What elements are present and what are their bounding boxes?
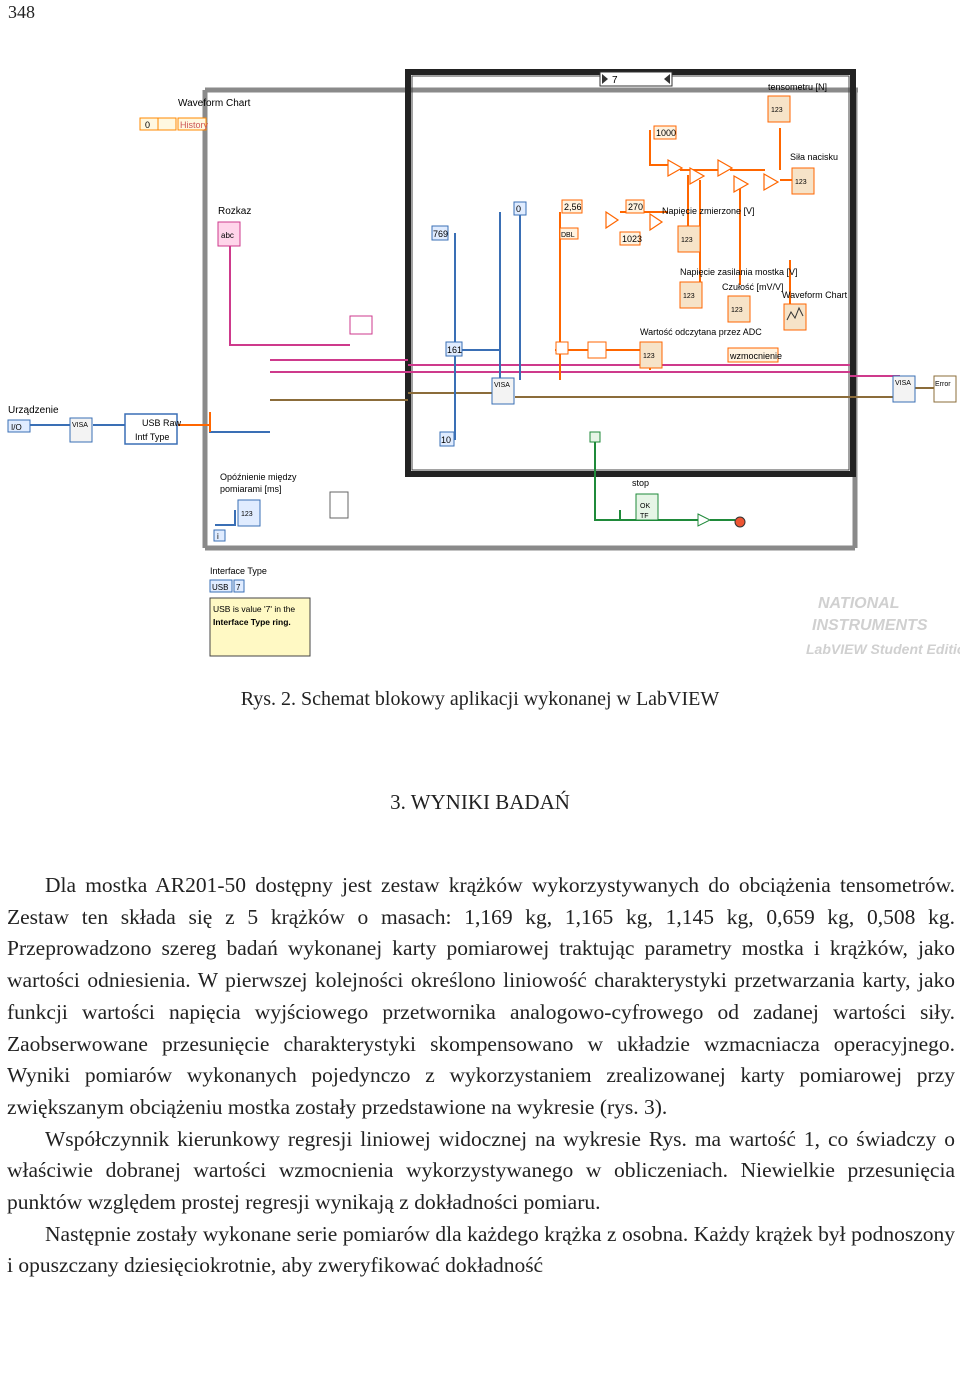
- svg-text:USB Raw: USB Raw: [142, 418, 182, 428]
- case-selector-value: 7: [612, 75, 618, 86]
- waveform-chart-right-label: Waveform Chart: [782, 290, 848, 300]
- indicators: tensometru [N] 123 Siła nacisku 123 Napi…: [639, 82, 848, 369]
- svg-text:Intf Type: Intf Type: [135, 432, 169, 442]
- paragraph-2: Współczynnik kierunkowy regresji liniowe…: [7, 1126, 955, 1215]
- const-1023: [619, 231, 641, 246]
- wartosc-adc-label: Wartość odczytana przez ADC: [640, 327, 762, 337]
- comment-box: [209, 597, 311, 657]
- svg-text:VISA: VISA: [494, 382, 510, 389]
- svg-text:10: 10: [441, 435, 451, 445]
- const-270: [625, 199, 645, 214]
- svg-text:USB is value '7' in the: USB is value '7' in the: [213, 604, 295, 614]
- urzadzenie-control: [7, 419, 31, 433]
- const-10: [439, 431, 455, 447]
- svg-text:0: 0: [145, 120, 150, 130]
- stop-control: [635, 493, 659, 521]
- svg-text:OK: OK: [640, 503, 650, 510]
- svg-text:1023: 1023: [622, 234, 642, 244]
- tensometru-label: tensometru [N]: [768, 82, 827, 92]
- visa-read-write-nodes: VISA: [349, 315, 607, 443]
- rozkaz-control: [217, 221, 241, 247]
- waveform-chart-top-label: Waveform Chart: [178, 98, 251, 109]
- svg-text:I/O: I/O: [11, 423, 22, 432]
- wait-ms-node: [329, 491, 349, 519]
- usb-raw-property-node: [124, 413, 178, 445]
- svg-text:wzmocnienie: wzmocnienie: [729, 351, 782, 361]
- section-heading: 3. WYNIKI BADAŃ: [390, 790, 570, 814]
- urzadzenie-label: Urządzenie: [8, 405, 59, 416]
- svg-text:123: 123: [643, 353, 655, 360]
- wzmocnienie-local: [727, 347, 779, 363]
- const-1000: [653, 125, 677, 140]
- svg-text:123: 123: [795, 179, 807, 186]
- svg-text:History: History: [180, 120, 209, 130]
- sila-nacisku-label: Siła nacisku: [790, 152, 838, 162]
- svg-text:Interface Type ring.: Interface Type ring.: [213, 617, 291, 627]
- svg-text:abc: abc: [221, 231, 234, 240]
- paragraph-1: Dla mostka AR201-50 dostępny jest zestaw…: [7, 873, 955, 1119]
- visa-open-node: [69, 417, 93, 443]
- svg-text:LabVIEW Student Edition: LabVIEW Student Edition: [806, 641, 960, 657]
- svg-text:123: 123: [683, 293, 695, 300]
- opoznienie-control: [237, 499, 261, 527]
- svg-text:VISA: VISA: [72, 422, 88, 429]
- ni-watermark: NATIONAL INSTRUMENTS LabVIEW Student Edi…: [806, 595, 960, 657]
- svg-text:0: 0: [516, 204, 521, 214]
- svg-text:USB: USB: [212, 583, 228, 592]
- svg-text:123: 123: [681, 237, 693, 244]
- svg-text:VISA: VISA: [895, 380, 911, 387]
- svg-text:7: 7: [236, 583, 241, 592]
- figure-caption: Rys. 2. Schemat blokowy aplikacji wykona…: [240, 688, 720, 710]
- svg-text:Error: Error: [935, 381, 951, 388]
- const-0: [513, 201, 527, 216]
- svg-text:123: 123: [241, 511, 253, 518]
- opoznienie-label-2: pomiarami [ms]: [220, 484, 282, 494]
- labview-block-diagram: 7 Wave: [7, 69, 960, 657]
- svg-text:2,56: 2,56: [564, 202, 582, 212]
- history-property-node: [177, 117, 207, 131]
- wires: [30, 128, 935, 526]
- loop-iteration-terminal: [213, 529, 226, 542]
- svg-text:INSTRUMENTS: INSTRUMENTS: [812, 617, 928, 634]
- dbl-conversion: [559, 227, 579, 240]
- interface-type-label: Interface Type: [210, 566, 267, 576]
- error-handler-node: [933, 375, 957, 403]
- svg-text:i: i: [217, 532, 219, 541]
- czulosc-label: Czułość [mV/V]: [722, 282, 784, 292]
- paragraph-3: Następnie zostały wykonane serie pomiaró…: [7, 1221, 955, 1278]
- svg-text:161: 161: [447, 345, 462, 355]
- svg-text:DBL: DBL: [561, 232, 575, 239]
- interface-type-ring: [209, 579, 233, 593]
- arithmetic-nodes: [605, 158, 780, 232]
- svg-text:TF: TF: [640, 513, 649, 520]
- opoznienie-label-1: Opóźnienie między: [220, 472, 297, 482]
- page-number: 348: [8, 2, 35, 22]
- napiecie-zasilania-label: Napięcie zasilania mostka [V]: [680, 267, 798, 277]
- svg-text:123: 123: [771, 107, 783, 114]
- svg-text:769: 769: [433, 229, 448, 239]
- const-2-56: [561, 199, 583, 214]
- visa-close-node: [892, 375, 916, 403]
- rozkaz-label: Rozkaz: [218, 206, 251, 217]
- while-loop-frame: [202, 87, 858, 551]
- svg-text:270: 270: [628, 202, 643, 212]
- const-161: [445, 341, 463, 357]
- svg-text:1000: 1000: [656, 128, 676, 138]
- const-769: [431, 225, 449, 241]
- svg-text:123: 123: [731, 307, 743, 314]
- case-structure-frame: 7: [405, 69, 856, 477]
- svg-text:NATIONAL: NATIONAL: [818, 595, 899, 612]
- napiecie-zmierzone-label: Napięcie zmierzone [V]: [662, 206, 755, 216]
- body-text: Dla mostka AR201-50 dostępny jest zestaw…: [7, 870, 955, 1282]
- loop-condition-terminal: [734, 516, 746, 528]
- stop-label: stop: [632, 478, 649, 488]
